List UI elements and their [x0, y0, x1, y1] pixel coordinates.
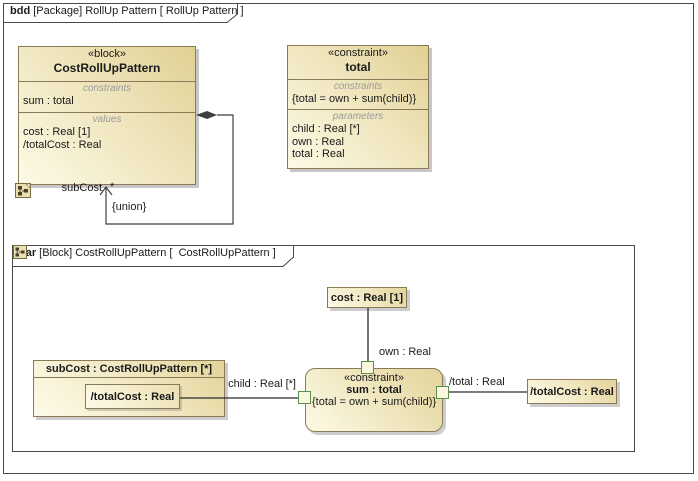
constraint-block-name: total	[345, 60, 371, 74]
totalcost-value-box[interactable]: /totalCost : Real	[527, 379, 617, 404]
constraint-property-box[interactable]: «constraint» sum : total {total = own + …	[305, 368, 443, 432]
constraint-property-expression: {total = own + sum(child)}	[312, 396, 437, 408]
constraint-expression[interactable]: {total = own + sum(child)}	[292, 93, 417, 105]
parameter-item[interactable]: child : Real [*]	[292, 123, 360, 135]
parameter-item[interactable]: total : Real	[292, 148, 345, 160]
block-constraints-compartment[interactable]: constraints sum : total	[19, 81, 195, 112]
association-multiplicity-label[interactable]: *	[110, 181, 115, 193]
child-parameter-port[interactable]	[298, 391, 311, 404]
block-values-compartment[interactable]: values cost : Real [1] /totalCost : Real	[19, 112, 195, 186]
par-tab-shape	[12, 245, 294, 267]
total-binding-label[interactable]: /total : Real	[449, 376, 505, 388]
block-name: CostRollUpPattern	[53, 61, 161, 75]
par-frame-tab: par [Block] CostRollUpPattern [ CostRoll…	[12, 245, 295, 267]
par-frame	[12, 245, 635, 452]
association-end-name-label[interactable]: subCost	[61, 182, 102, 194]
constraints-compartment-label: constraints	[333, 81, 383, 92]
bdd-frame-tab: bdd [Package] RollUp Pattern [ RollUp Pa…	[3, 3, 244, 23]
value-item[interactable]: /totalCost : Real	[23, 138, 102, 151]
bdd-tab-shape	[3, 3, 238, 23]
own-parameter-port[interactable]	[361, 361, 374, 374]
subcost-totalcost-value-box[interactable]: /totalCost : Real	[85, 384, 180, 409]
constraint-item[interactable]: sum : total	[23, 95, 74, 107]
bdd-frame	[3, 3, 694, 474]
constraint-block-header[interactable]: «constraint» total	[288, 46, 428, 79]
constraint-block-total[interactable]: «constraint» total constraints {total = …	[287, 45, 429, 169]
diagram-kind-label: bdd	[10, 5, 31, 17]
par-title-before: [Block] CostRollUpPattern [	[36, 247, 176, 259]
constraint-property-stereotype: «constraint»	[344, 372, 404, 384]
block-header[interactable]: «block» CostRollUpPattern	[19, 47, 195, 81]
diagram-title-label: [Package] RollUp Pattern [ RollUp Patter…	[30, 5, 244, 17]
own-binding-label[interactable]: own : Real	[379, 346, 431, 358]
subcost-totalcost-label: /totalCost : Real	[90, 390, 175, 403]
cost-value-label: cost : Real [1]	[330, 291, 404, 304]
association-constraint-label[interactable]: {union}	[112, 201, 147, 213]
constraints-compartment-label: constraints	[82, 83, 132, 94]
parametric-diagram-icon[interactable]	[15, 183, 32, 204]
totalcost-label: /totalCost : Real	[530, 385, 614, 398]
value-item[interactable]: cost : Real [1]	[23, 126, 91, 138]
constraint-block-constraints-compartment[interactable]: constraints {total = own + sum(child)}	[288, 79, 428, 109]
parameter-item[interactable]: own : Real	[292, 135, 344, 148]
values-compartment-label: values	[92, 114, 122, 125]
par-title-after: CostRollUpPattern ]	[175, 247, 276, 259]
constraint-property-name: sum : total	[346, 384, 402, 396]
child-binding-label[interactable]: child : Real [*]	[228, 378, 296, 390]
subcost-part-title: subCost : CostRollUpPattern [*]	[34, 361, 224, 378]
parameters-compartment-label: parameters	[332, 111, 384, 122]
constraint-block-parameters-compartment[interactable]: parameters child : Real [*] own : Real t…	[288, 109, 428, 170]
par-tab-text: par [Block] CostRollUpPattern [ CostRoll…	[12, 245, 295, 262]
total-parameter-port[interactable]	[436, 386, 449, 399]
block-costrolluppattern[interactable]: «block» CostRollUpPattern constraints su…	[18, 46, 196, 185]
parametric-diagram-icon	[13, 245, 27, 259]
constraint-block-stereotype: «constraint»	[328, 47, 388, 59]
block-stereotype: «block»	[88, 48, 126, 60]
cost-value-box[interactable]: cost : Real [1]	[327, 287, 407, 308]
bdd-tab-text: bdd [Package] RollUp Pattern [ RollUp Pa…	[3, 3, 244, 20]
